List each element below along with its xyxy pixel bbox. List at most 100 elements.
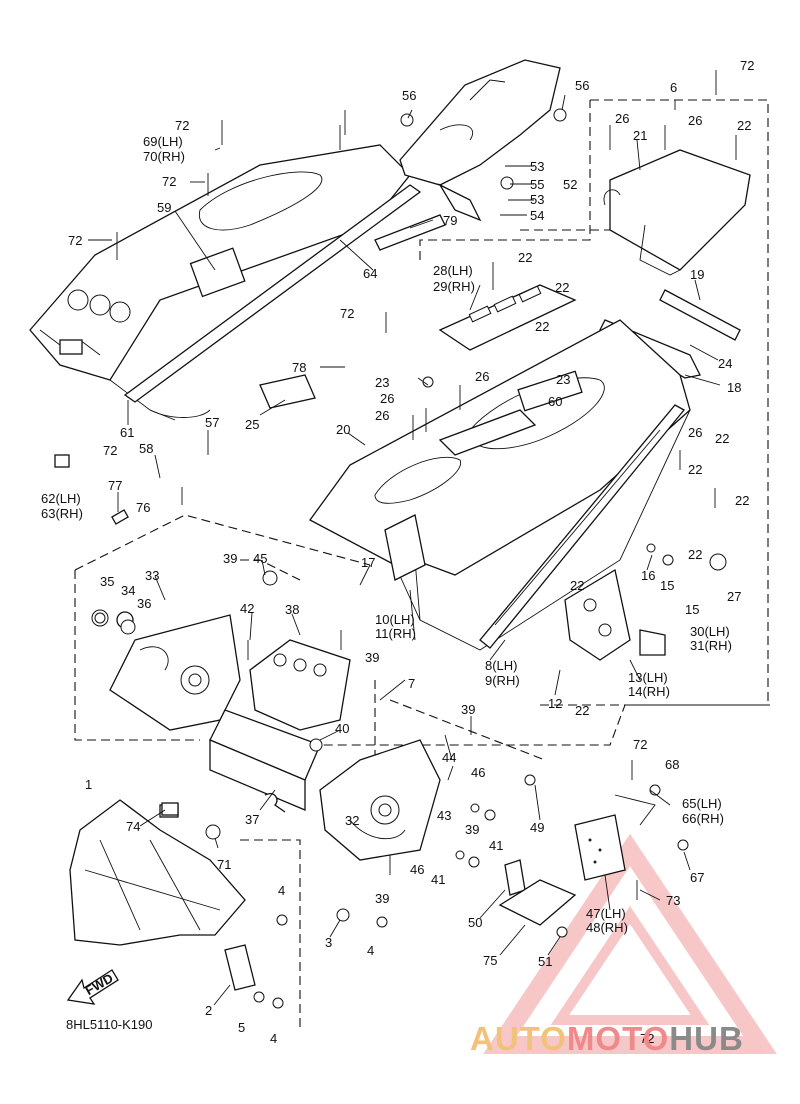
watermark-text: AUTOMOTOHUB bbox=[470, 1020, 744, 1058]
callout: 23 bbox=[556, 372, 570, 387]
callout: 50 bbox=[468, 915, 482, 930]
callout: 38 bbox=[285, 602, 299, 617]
rear-tail-cover bbox=[399, 59, 561, 222]
callout: 4 bbox=[270, 1031, 277, 1046]
callout: 46 bbox=[410, 862, 424, 877]
callout: 27 bbox=[727, 589, 741, 604]
callout: 73 bbox=[666, 893, 680, 908]
catalog-code: 8HL5110-K190 bbox=[66, 1017, 153, 1032]
callout: 19 bbox=[690, 267, 704, 282]
bracket-60 bbox=[259, 374, 316, 409]
callout: 63(RH) bbox=[41, 506, 83, 521]
callout: 46 bbox=[471, 765, 485, 780]
callout-labels: 72 69(LH) 70(RH) 72 59 72 56 56 6 72 26 … bbox=[41, 58, 754, 1046]
rear-flap-plate bbox=[603, 149, 751, 276]
callout: 36 bbox=[137, 596, 151, 611]
callout: 30(LH) bbox=[690, 624, 730, 639]
callout: 61 bbox=[120, 425, 134, 440]
callout: 59 bbox=[157, 200, 171, 215]
callout: 75 bbox=[483, 953, 497, 968]
callout: 44 bbox=[442, 750, 456, 765]
watermark-hub: HUB bbox=[669, 1020, 744, 1057]
callout: 74 bbox=[126, 819, 140, 834]
bracket-10 bbox=[384, 514, 426, 581]
callout: 4 bbox=[278, 883, 285, 898]
callout: 33 bbox=[145, 568, 159, 583]
callout: 78 bbox=[292, 360, 306, 375]
fasteners bbox=[54, 70, 737, 1009]
callout: 26 bbox=[688, 113, 702, 128]
right-bulkhead-plate bbox=[319, 739, 441, 861]
callout: 49 bbox=[530, 820, 544, 835]
callout: 26 bbox=[615, 111, 629, 126]
leader-lines bbox=[88, 94, 721, 1006]
callout: 26 bbox=[688, 425, 702, 440]
callout: 72 bbox=[103, 443, 117, 458]
callout: 53 bbox=[530, 159, 544, 174]
front-heat-exchanger-plate bbox=[438, 284, 577, 351]
callout: 22 bbox=[555, 280, 569, 295]
callout: 28(LH) bbox=[433, 263, 473, 278]
callout: 72 bbox=[162, 174, 176, 189]
callout: 72 bbox=[340, 306, 354, 321]
watermark-auto: AUTO bbox=[470, 1020, 567, 1057]
callout: 56 bbox=[402, 88, 416, 103]
callout: 1 bbox=[85, 777, 92, 792]
callout: 67 bbox=[690, 870, 704, 885]
callout: 47(LH) bbox=[586, 906, 626, 921]
left-bulkhead-plate bbox=[91, 609, 241, 731]
callout: 39 bbox=[365, 650, 379, 665]
callout: 8(LH) bbox=[485, 658, 518, 673]
callout: 13(LH) bbox=[628, 670, 668, 685]
callout: 72 bbox=[175, 118, 189, 133]
callout: 72 bbox=[633, 737, 647, 752]
callout: 40 bbox=[335, 721, 349, 736]
callout: 39 bbox=[223, 551, 237, 566]
callout: 72 bbox=[740, 58, 754, 73]
callout: 22 bbox=[518, 250, 532, 265]
callout: 26 bbox=[375, 408, 389, 423]
callout: 41 bbox=[431, 872, 445, 887]
callout: 69(LH) bbox=[143, 134, 183, 149]
tunnel-rails bbox=[123, 184, 446, 403]
callout: 55 bbox=[530, 177, 544, 192]
callout: 56 bbox=[575, 78, 589, 93]
callout: 41 bbox=[489, 838, 503, 853]
callout: 57 bbox=[205, 415, 219, 430]
callout: 4 bbox=[367, 943, 374, 958]
callout: 53 bbox=[530, 192, 544, 207]
callout: 79 bbox=[443, 213, 457, 228]
callout: 72 bbox=[640, 1031, 654, 1046]
callout: 22 bbox=[535, 319, 549, 334]
callout: 71 bbox=[217, 857, 231, 872]
callout: 32 bbox=[345, 813, 359, 828]
callout: 15 bbox=[685, 602, 699, 617]
rear-tunnel-panel bbox=[29, 144, 411, 421]
callout: 26 bbox=[475, 369, 489, 384]
side-plate-13 bbox=[564, 568, 666, 661]
callout: 42 bbox=[240, 601, 254, 616]
callout: 39 bbox=[461, 702, 475, 717]
callout: 15 bbox=[660, 578, 674, 593]
callout: 23 bbox=[375, 375, 389, 390]
callout: 34 bbox=[121, 583, 135, 598]
callout: 22 bbox=[735, 493, 749, 508]
watermark-logo bbox=[483, 833, 777, 1054]
callout: 21 bbox=[633, 128, 647, 143]
callout: 22 bbox=[575, 703, 589, 718]
callout: 45 bbox=[253, 551, 267, 566]
callout: 9(RH) bbox=[485, 673, 520, 688]
callout: 22 bbox=[688, 462, 702, 477]
callout: 65(LH) bbox=[682, 796, 722, 811]
callout: 76 bbox=[136, 500, 150, 515]
callout: 35 bbox=[100, 574, 114, 589]
watermark-moto: MOTO bbox=[566, 1020, 670, 1057]
callout: 17 bbox=[361, 555, 375, 570]
callout: 24 bbox=[718, 356, 732, 371]
callout: 18 bbox=[727, 380, 741, 395]
callout: 10(LH) bbox=[375, 612, 415, 627]
callout: 20 bbox=[336, 422, 350, 437]
callout: 25 bbox=[245, 417, 259, 432]
callout: 66(RH) bbox=[682, 811, 724, 826]
callout: 14(RH) bbox=[628, 684, 670, 699]
